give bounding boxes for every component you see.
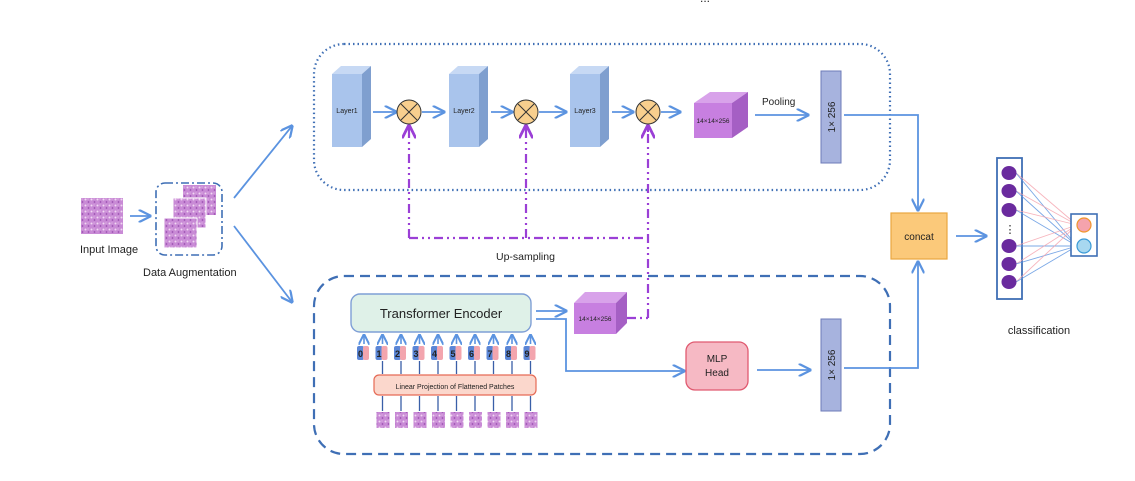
token-index: 2 — [395, 349, 400, 359]
classifier-neurons — [1001, 166, 1017, 289]
cnn-vector — [820, 70, 842, 164]
neuron-connection — [1015, 224, 1078, 265]
neuron-connection — [1015, 245, 1078, 265]
patch-token: 2 — [394, 346, 406, 360]
pooling-label: Pooling — [762, 97, 795, 108]
patch-token: 4 — [431, 346, 443, 360]
mlp-head-block — [685, 341, 749, 391]
arrow-cnn-to-concat — [844, 114, 918, 210]
patch-token: 0 — [357, 346, 369, 360]
aug-image-1 — [163, 217, 198, 249]
augmentation-label: Data Augmentation — [143, 267, 237, 279]
top-caption: ... — [700, 0, 710, 5]
patch-token: 5 — [449, 346, 462, 360]
neuron-connection — [1015, 209, 1078, 226]
classifier-connections — [1015, 172, 1078, 283]
image-patch — [506, 412, 519, 428]
token-index: 6 — [469, 349, 474, 359]
token-index: 5 — [450, 349, 455, 359]
output-neuron-2 — [1076, 238, 1092, 254]
cnn-vector-label: 1× 256 — [827, 101, 838, 132]
upsampling-paths — [407, 128, 650, 320]
image-patch — [395, 412, 408, 428]
image-patch — [432, 412, 445, 428]
neuron-connection — [1015, 209, 1078, 247]
layer2-label: Layer2 — [453, 108, 475, 115]
neuron-connection — [1015, 224, 1078, 283]
layer3-block: Layer3 — [570, 66, 609, 147]
image-patch — [450, 412, 464, 428]
neuron-connection — [1015, 245, 1078, 283]
neuron-connection — [1015, 190, 1078, 226]
transformer-encoder-block — [350, 293, 532, 333]
neuron-connection — [1015, 172, 1078, 226]
classification-label: classification — [1008, 325, 1070, 337]
patch-token: 9 — [523, 346, 536, 360]
token-index: 0 — [358, 349, 363, 359]
image-patches — [376, 396, 538, 428]
image-patch — [413, 412, 427, 428]
hidden-neuron — [1001, 184, 1017, 198]
patch-tokens: 0 1 2 3 4 5 6 7 8 9 — [357, 335, 536, 374]
patch-token: 6 — [468, 346, 480, 360]
neuron-connection — [1015, 224, 1078, 247]
upsampling-label: Up-sampling — [496, 251, 555, 263]
image-patch — [487, 412, 501, 428]
transformer-encoder-label: Transformer Encoder — [380, 306, 503, 321]
token-index: 8 — [506, 349, 511, 359]
transformer-vector — [820, 318, 842, 412]
transformer-vector-label: 1× 256 — [827, 349, 838, 380]
layer3-label: Layer3 — [574, 108, 596, 115]
hidden-neuron — [1001, 203, 1017, 217]
input-image — [81, 198, 123, 234]
transformer-branch-box — [312, 274, 892, 456]
arrow-encoder-to-mlp — [536, 318, 684, 371]
cnn-feature-map-cube: 14×14×256 — [694, 92, 748, 138]
patch-token: 3 — [412, 346, 425, 360]
patch-token: 7 — [486, 346, 499, 360]
linear-projection-block — [373, 374, 537, 396]
arrow-to-transformer-branch — [233, 225, 292, 302]
hidden-neuron — [1001, 239, 1017, 253]
neuron-connection — [1015, 190, 1078, 247]
multiply-node-3 — [635, 99, 661, 125]
neuron-connection — [1015, 172, 1078, 247]
multiply-node-1 — [396, 99, 422, 125]
input-image-label: Input Image — [80, 244, 138, 256]
multiply-node-2 — [513, 99, 539, 125]
patch-token: 1 — [375, 346, 388, 360]
patch-token: 8 — [505, 346, 517, 360]
arrow-transformer-to-concat — [844, 262, 918, 369]
token-index: 3 — [413, 349, 418, 359]
classifier-ellipsis: ⋮ — [1005, 224, 1016, 236]
hidden-neuron — [1001, 257, 1017, 271]
hidden-neuron — [1001, 166, 1017, 180]
augmentation-box — [155, 182, 223, 256]
image-patch — [376, 412, 390, 428]
layer1-block: Layer1 — [332, 66, 371, 147]
transformer-feature-map-cube: 14×14×256 — [574, 292, 627, 334]
image-patch — [524, 412, 538, 428]
hidden-neuron — [1001, 275, 1017, 289]
concat-block — [890, 212, 948, 260]
token-index: 4 — [432, 349, 437, 359]
layer2-block: Layer2 — [449, 66, 488, 147]
cnn-branch-box — [312, 42, 892, 192]
mlp-head-label-line1: MLP — [707, 354, 728, 365]
output-neuron-1 — [1076, 217, 1092, 233]
cnn-feature-map-label: 14×14×256 — [697, 118, 730, 125]
token-index: 9 — [524, 349, 529, 359]
layer1-label: Layer1 — [336, 108, 358, 115]
image-patch — [469, 412, 482, 428]
concat-label: concat — [904, 232, 934, 243]
linear-projection-label: Linear Projection of Flattened Patches — [396, 384, 515, 391]
transformer-feature-map-label: 14×14×256 — [579, 316, 612, 323]
mlp-head-label-line2: Head — [705, 368, 729, 379]
token-index: 7 — [487, 349, 492, 359]
arrow-to-cnn-branch — [233, 126, 292, 199]
token-index: 1 — [376, 349, 381, 359]
